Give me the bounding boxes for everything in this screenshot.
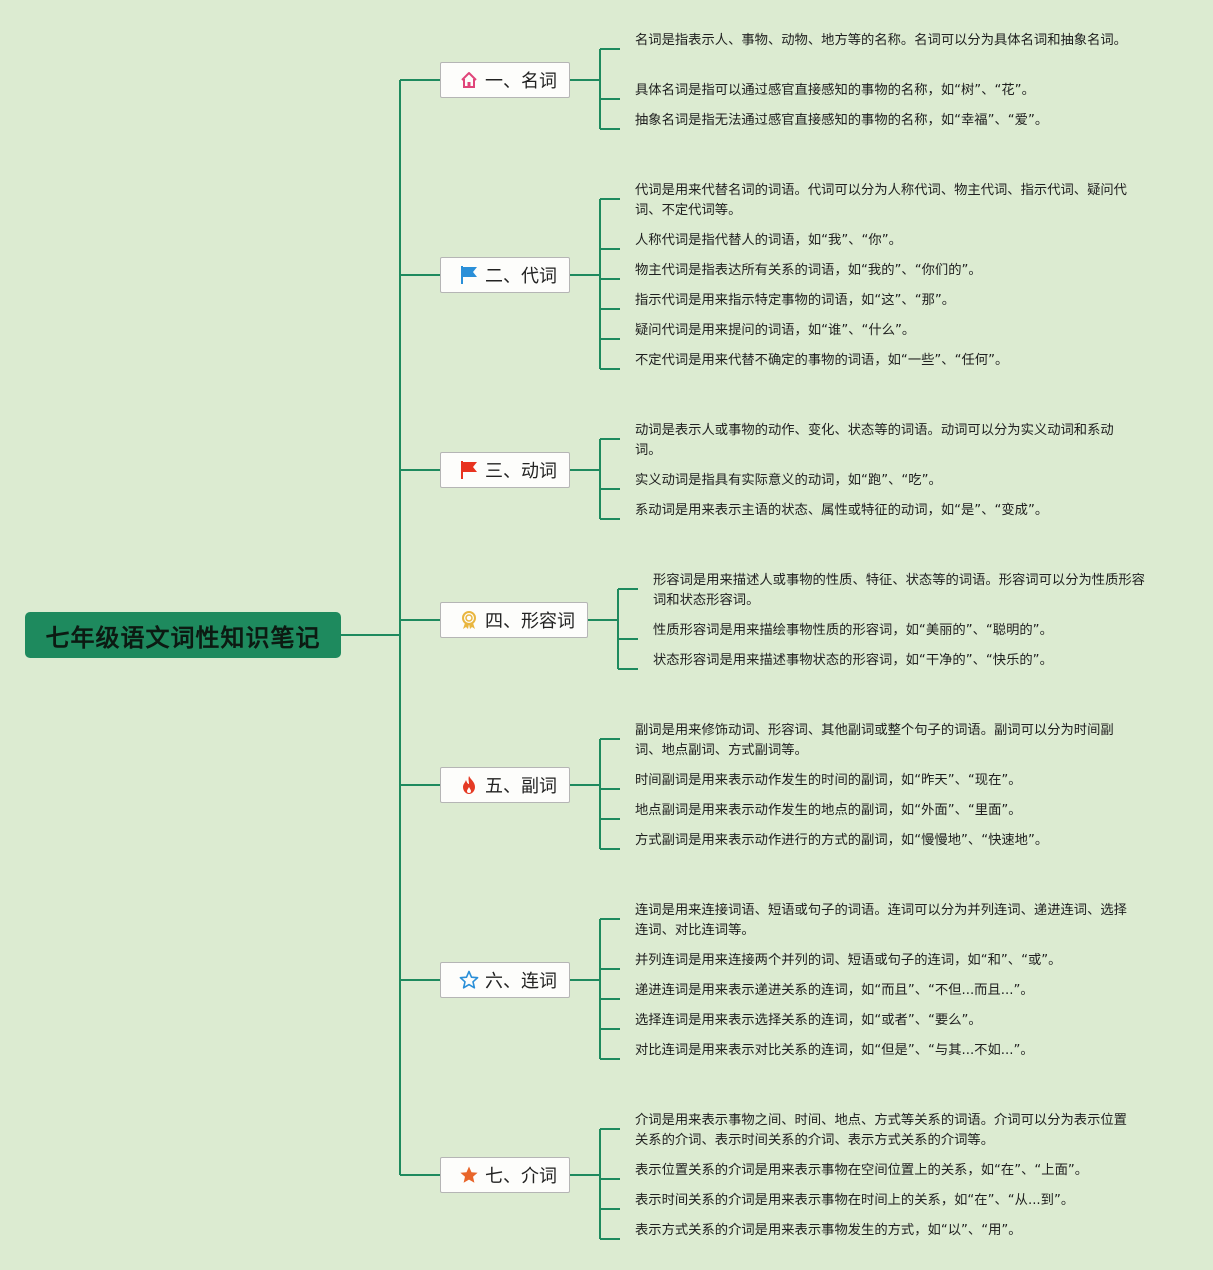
leaf-text[interactable]: 对比连词是用来表示对比关系的连词，如“但是”、“与其...不如...”。 (635, 1043, 1034, 1058)
branch-topic-5[interactable]: 五、副词 (440, 767, 570, 803)
home-icon (459, 70, 479, 90)
branch-label: 四、形容词 (485, 611, 575, 632)
blue-flag-icon (459, 265, 479, 285)
leaf-text[interactable]: 状态形容词是用来描述事物状态的形容词，如“干净的”、“快乐的”。 (653, 653, 1053, 668)
leaf-text[interactable]: 指示代词是用来指示特定事物的词语，如“这”、“那”。 (635, 293, 956, 308)
leaf-text[interactable]: 不定代词是用来代替不确定的事物的词语，如“一些”、“任何”。 (635, 353, 1009, 368)
leaf-text[interactable]: 动词是表示人或事物的动作、变化、状态等的词语。动词可以分为实义动词和系动词。 (635, 423, 1114, 458)
branch-topic-4[interactable]: 四、形容词 (440, 602, 588, 638)
leaf-text[interactable]: 时间副词是用来表示动作发生的时间的副词，如“昨天”、“现在”。 (635, 773, 1022, 788)
red-flag-icon (459, 460, 479, 480)
leaf-text[interactable]: 连词是用来连接词语、短语或句子的词语。连词可以分为并列连词、递进连词、选择连词、… (635, 903, 1127, 938)
star-filled-icon (459, 1165, 479, 1185)
root-topic[interactable]: 七年级语文词性知识笔记 (25, 612, 341, 658)
star-outline-icon (459, 970, 479, 990)
leaf-text[interactable]: 递进连词是用来表示递进关系的连词，如“而且”、“不但...而且...”。 (635, 983, 1034, 998)
leaf-text[interactable]: 选择连词是用来表示选择关系的连词，如“或者”、“要么”。 (635, 1013, 982, 1028)
leaf-text[interactable]: 抽象名词是指无法通过感官直接感知的事物的名称，如“幸福”、“爱”。 (635, 113, 1049, 128)
branch-label: 二、代词 (485, 266, 557, 287)
leaf-text[interactable]: 实义动词是指具有实际意义的动词，如“跑”、“吃”。 (635, 473, 942, 488)
leaf-text[interactable]: 性质形容词是用来描绘事物性质的形容词，如“美丽的”、“聪明的”。 (653, 623, 1053, 638)
branch-label: 五、副词 (485, 776, 557, 797)
leaf-text[interactable]: 名词是指表示人、事物、动物、地方等的名称。名词可以分为具体名词和抽象名词。 (635, 33, 1127, 48)
leaf-text[interactable]: 物主代词是指表达所有关系的词语，如“我的”、“你们的”。 (635, 263, 982, 278)
branch-label: 三、动词 (485, 461, 557, 482)
leaf-text[interactable]: 系动词是用来表示主语的状态、属性或特征的动词，如“是”、“变成”。 (635, 503, 1049, 518)
leaf-text[interactable]: 代词是用来代替名词的词语。代词可以分为人称代词、物主代词、指示代词、疑问代词、不… (635, 183, 1127, 218)
branch-topic-6[interactable]: 六、连词 (440, 962, 570, 998)
branch-label: 一、名词 (485, 71, 557, 92)
branch-label: 七、介词 (485, 1166, 557, 1187)
branch-topic-7[interactable]: 七、介词 (440, 1157, 570, 1193)
leaf-text[interactable]: 方式副词是用来表示动作进行的方式的副词，如“慢慢地”、“快速地”。 (635, 833, 1049, 848)
leaf-text[interactable]: 形容词是用来描述人或事物的性质、特征、状态等的词语。形容词可以分为性质形容词和状… (653, 573, 1145, 608)
branch-label: 六、连词 (485, 971, 557, 992)
leaf-text[interactable]: 副词是用来修饰动词、形容词、其他副词或整个句子的词语。副词可以分为时间副词、地点… (635, 723, 1114, 758)
fire-icon (459, 775, 479, 795)
leaf-text[interactable]: 表示位置关系的介词是用来表示事物在空间位置上的关系，如“在”、“上面”。 (635, 1163, 1089, 1178)
leaf-text[interactable]: 表示时间关系的介词是用来表示事物在时间上的关系，如“在”、“从...到”。 (635, 1193, 1075, 1208)
leaf-text[interactable]: 疑问代词是用来提问的词语，如“谁”、“什么”。 (635, 323, 916, 338)
award-ribbon-icon (459, 610, 479, 630)
branch-topic-1[interactable]: 一、名词 (440, 62, 570, 98)
leaf-text[interactable]: 表示方式关系的介词是用来表示事物发生的方式，如“以”、“用”。 (635, 1223, 1022, 1238)
branch-topic-2[interactable]: 二、代词 (440, 257, 570, 293)
branch-topic-3[interactable]: 三、动词 (440, 452, 570, 488)
leaf-text[interactable]: 地点副词是用来表示动作发生的地点的副词，如“外面”、“里面”。 (635, 803, 1022, 818)
leaf-text[interactable]: 具体名词是指可以通过感官直接感知的事物的名称，如“树”、“花”。 (635, 83, 1035, 98)
leaf-text[interactable]: 人称代词是指代替人的词语，如“我”、“你”。 (635, 233, 902, 248)
leaf-text[interactable]: 并列连词是用来连接两个并列的词、短语或句子的连词，如“和”、“或”。 (635, 953, 1062, 968)
leaf-text[interactable]: 介词是用来表示事物之间、时间、地点、方式等关系的词语。介词可以分为表示位置关系的… (635, 1113, 1127, 1148)
